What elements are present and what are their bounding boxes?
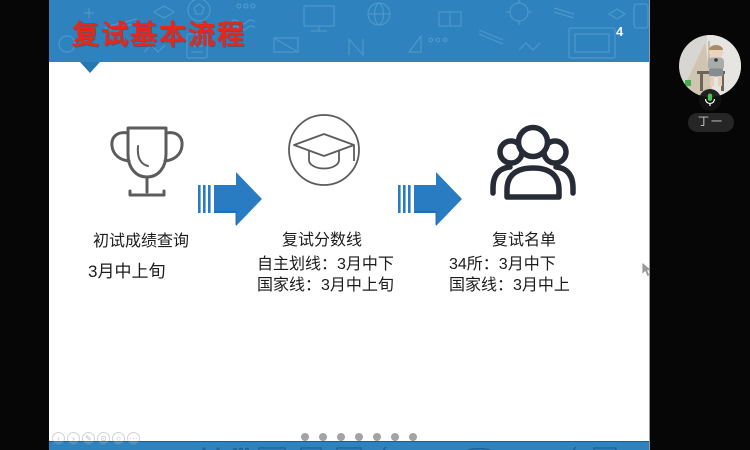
- pagination-dot: [409, 433, 417, 441]
- step-detail-3b: 国家线：3月中上: [449, 277, 570, 294]
- step-label-1: 初试成绩查询: [93, 233, 190, 250]
- pagination-dot: [319, 433, 327, 441]
- pagination-dot: [337, 433, 345, 441]
- slide-pagination-dots: [301, 433, 417, 441]
- header-pointer-triangle: [80, 62, 100, 73]
- step-detail-2b: 国家线：3月中上旬: [257, 277, 394, 294]
- participant-name-badge: 丁一: [688, 113, 734, 132]
- pagination-dot: [373, 433, 381, 441]
- trophy-icon: [110, 126, 184, 197]
- participant-video-thumbnail[interactable]: [679, 35, 741, 97]
- arrow-right-icon: [198, 172, 262, 226]
- slide-page-number: 4: [616, 24, 624, 39]
- slide-footer-band: [49, 441, 649, 450]
- microphone-icon: [704, 93, 716, 106]
- participant-video-frame: [679, 35, 741, 97]
- show-all-slides-button[interactable]: ⊙: [97, 432, 110, 445]
- zoom-slide-button[interactable]: ○: [112, 432, 125, 445]
- mouse-cursor: [641, 261, 649, 278]
- step-label-2: 复试分数线: [282, 232, 363, 249]
- pen-tool-button[interactable]: ✎: [82, 432, 95, 445]
- previous-slide-button[interactable]: ‹: [52, 432, 65, 445]
- people-group-icon: [490, 124, 576, 200]
- step-detail-3a: 34所：3月中下: [449, 256, 556, 273]
- pagination-dot: [301, 433, 309, 441]
- footer-doodle-pattern: [201, 446, 617, 450]
- pagination-dot: [391, 433, 399, 441]
- presenter-toolbar: ‹ › ✎ ⊙ ○ ⋯: [52, 432, 140, 445]
- graduation-cap-icon: [288, 114, 360, 186]
- step-label-3: 复试名单: [492, 232, 557, 249]
- arrow-right-icon: [398, 172, 462, 226]
- more-options-button[interactable]: ⋯: [127, 432, 140, 445]
- slide-title: 复试基本流程: [72, 20, 246, 50]
- slide-header-band: 复试基本流程 4: [49, 0, 649, 62]
- next-slide-button[interactable]: ›: [67, 432, 80, 445]
- step-detail-1: 3月中上旬: [88, 262, 166, 281]
- pagination-dot: [355, 433, 363, 441]
- doodle-pattern: [58, 0, 649, 59]
- microphone-status-button[interactable]: [699, 89, 721, 111]
- shared-screen-slide: 复试基本流程 4 初试成绩查询 3月中上旬: [49, 0, 650, 450]
- step-detail-2a: 自主划线：3月中下: [257, 256, 394, 273]
